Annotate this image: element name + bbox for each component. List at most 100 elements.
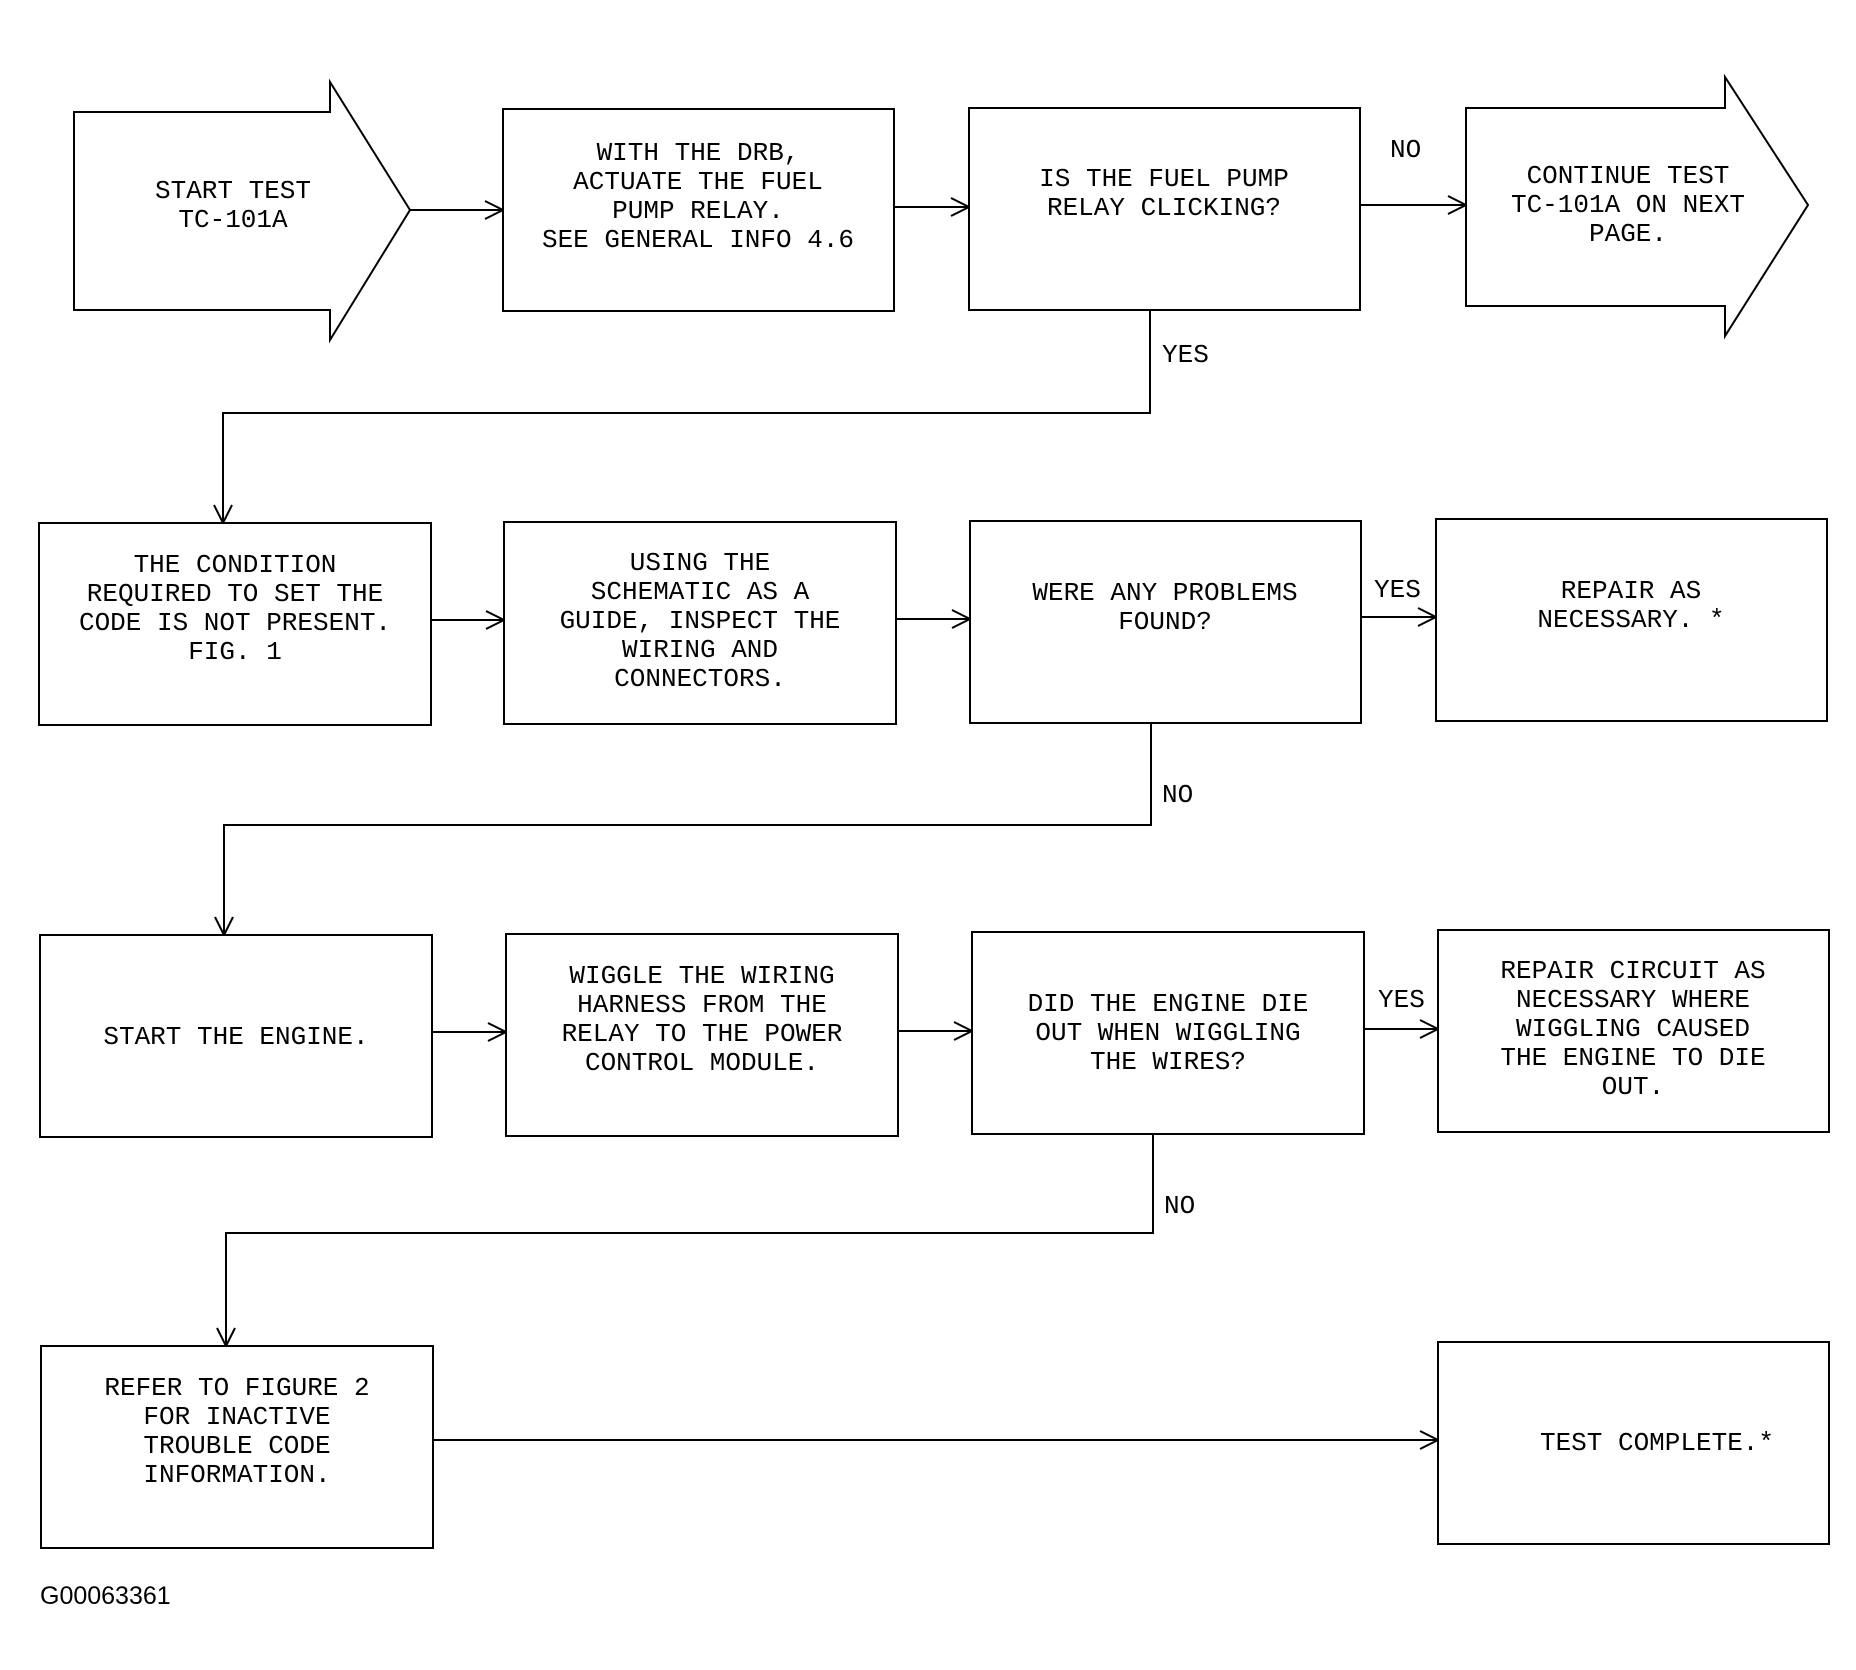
process-box [505,933,899,1137]
node-text-line: ACTUATE THE FUEL [573,167,823,197]
process-box [971,931,1365,1135]
node-text-line: IS THE FUEL PUMP [1039,164,1289,194]
node-text-line: REFER TO FIGURE 2 [104,1373,369,1403]
node-text-line: RELAY TO THE POWER [562,1019,843,1049]
edge-refer-fig2-to-test-complete [433,1430,1441,1450]
edge-engine-die-to-repair-circuit [1364,1019,1441,1039]
node-text-line: NECESSARY WHERE [1516,985,1750,1015]
node-text-line: FOR INACTIVE [143,1402,330,1432]
edge-label: NO [1164,1191,1195,1221]
edge-problems-found-to-repair [1361,607,1439,627]
process-box [1435,518,1828,722]
node-text-line: PUMP RELAY. [612,196,784,226]
node-text-line: REPAIR AS [1561,576,1701,606]
node-text-line: DID THE ENGINE DIE [1028,989,1309,1019]
node-text-line: CONTROL MODULE. [585,1048,819,1078]
process-box [39,934,433,1138]
process-box [503,521,897,725]
edge-condition-not-present-to-inspect-wiring [431,610,507,630]
node-text-line: TEST COMPLETE.* [1540,1428,1774,1458]
process-box [38,522,432,726]
node-text-line: SEE GENERAL INFO 4.6 [542,225,854,255]
edge-wiggle-to-engine-die [898,1021,975,1041]
edge-start-engine-to-wiggle [432,1022,509,1042]
node-text-line: THE ENGINE TO DIE [1500,1043,1765,1073]
process-box [502,108,895,312]
node-text-line: START THE ENGINE. [103,1022,368,1052]
node-text-line: HARNESS FROM THE [577,990,827,1020]
node-text-line: TC-101A ON NEXT [1511,190,1745,220]
node-text-line: TC-101A [178,205,288,235]
connector-line [225,1134,1154,1346]
node-text-line: SCHEMATIC AS A [591,577,810,607]
node-text: TEST COMPLETE.* [1540,1428,1774,1458]
node-test-complete: TEST COMPLETE.* [1437,1341,1830,1545]
node-text-line: GUIDE, INSPECT THE [560,606,841,636]
process-box [1437,1341,1830,1545]
edge-start-to-actuate [410,200,506,220]
node-text-line: OUT WHEN WIGGLING [1035,1018,1300,1048]
node-text: START THE ENGINE. [103,1022,368,1052]
node-text-line: WIRING AND [622,635,778,665]
node-text-line: REQUIRED TO SET THE [87,579,383,609]
arrow-terminal-shape [73,78,412,344]
edge-label: YES [1378,985,1425,1015]
node-text-line: INFORMATION. [143,1460,330,1490]
node-text-line: OUT. [1602,1072,1664,1102]
connector-line [223,723,1152,935]
node-text-line: NECESSARY. * [1537,605,1724,635]
process-box [968,107,1361,311]
node-start-engine: START THE ENGINE. [39,934,433,1138]
node-text-line: WIGGLE THE WIRING [569,961,834,991]
node-text-line: RELAY CLICKING? [1047,193,1281,223]
edge-label: YES [1162,340,1209,370]
edge-label: YES [1374,575,1421,605]
node-text-line: CODE IS NOT PRESENT. [79,608,391,638]
connectors-layer [213,195,1469,1450]
edge-relay-clicking-to-continue-test [1360,195,1469,215]
edge-relay-clicking-to-condition-not-present [213,310,1151,526]
node-text-line: REPAIR CIRCUIT AS [1500,956,1765,986]
node-text-line: CONTINUE TEST [1527,161,1730,191]
figure-id: G00063361 [40,1582,171,1610]
edge-inspect-wiring-to-problems-found [896,609,973,629]
node-text-line: TROUBLE CODE [143,1431,330,1461]
node-text-line: START TEST [155,176,311,206]
connector-line [222,310,1151,523]
node-text-line: THE WIRES? [1090,1047,1246,1077]
node-text-line: USING THE [630,548,770,578]
node-text-line: WERE ANY PROBLEMS [1032,578,1297,608]
process-box [40,1345,434,1549]
process-box [969,520,1362,724]
node-text-line: FIG. 1 [188,637,282,667]
arrow-terminal-shape [1465,73,1810,340]
process-box [1437,929,1830,1133]
node-text-line: THE CONDITION [134,550,337,580]
edge-engine-die-to-refer-fig2 [216,1134,1154,1349]
edge-problems-found-to-start-engine [214,723,1152,938]
